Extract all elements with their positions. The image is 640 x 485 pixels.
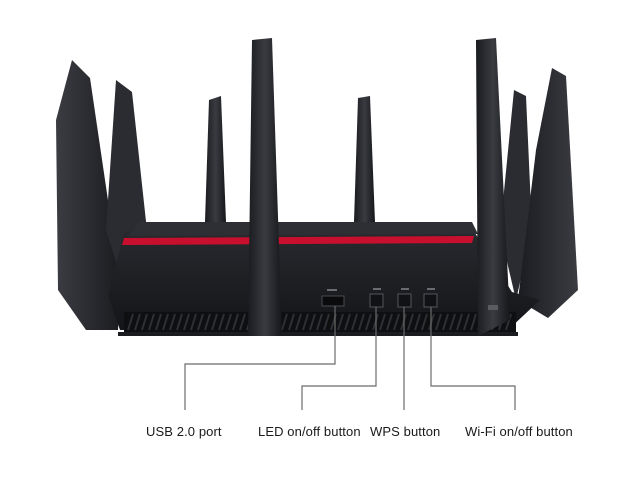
vent-slat bbox=[309, 313, 316, 331]
vent-slat bbox=[470, 313, 477, 331]
vent-slat bbox=[456, 313, 463, 331]
antenna-front-left bbox=[248, 38, 282, 336]
vent-slat bbox=[316, 313, 323, 331]
antenna-wing-left-outer bbox=[56, 60, 120, 330]
vent-slat bbox=[176, 313, 183, 331]
callout-led-button: LED on/off button bbox=[258, 424, 361, 439]
vent-slat bbox=[281, 313, 288, 331]
vent-slat bbox=[302, 313, 309, 331]
vent-slat bbox=[141, 313, 148, 331]
leader-line-wifi bbox=[430, 307, 516, 410]
vent-slat bbox=[218, 313, 225, 331]
vent-slat bbox=[379, 313, 386, 331]
vent-slat bbox=[337, 313, 344, 331]
antenna-front-right bbox=[476, 38, 510, 336]
vent-slat bbox=[407, 313, 414, 331]
vent-slat bbox=[351, 313, 358, 331]
led-button bbox=[369, 293, 384, 308]
vent-slat bbox=[134, 313, 141, 331]
antenna-rear-left bbox=[205, 96, 226, 222]
callout-wps-button: WPS button bbox=[370, 424, 441, 439]
leader-line-led bbox=[301, 307, 377, 410]
vent-slat bbox=[148, 313, 155, 331]
antenna-wing-right-inner bbox=[500, 90, 532, 300]
vent-slat bbox=[288, 313, 295, 331]
usb-port bbox=[321, 295, 345, 307]
callout-usb-port: USB 2.0 port bbox=[146, 424, 222, 439]
vent-slat bbox=[204, 313, 211, 331]
vent-slat bbox=[190, 313, 197, 331]
vent-slat bbox=[127, 313, 134, 331]
vent-slat bbox=[295, 313, 302, 331]
antenna-wing-right-outer bbox=[518, 68, 578, 318]
vent-slat bbox=[197, 313, 204, 331]
vent-slat bbox=[442, 313, 449, 331]
vent-slat bbox=[169, 313, 176, 331]
vent-slat bbox=[421, 313, 428, 331]
vent-slat bbox=[211, 313, 218, 331]
vent-slat bbox=[239, 313, 246, 331]
vent-slat bbox=[386, 313, 393, 331]
vent-slat bbox=[393, 313, 400, 331]
vent-slat bbox=[232, 313, 239, 331]
vent-slat bbox=[435, 313, 442, 331]
vent-slat bbox=[365, 313, 372, 331]
callout-wifi-button: Wi-Fi on/off button bbox=[465, 424, 573, 439]
vent-slat bbox=[344, 313, 351, 331]
vent-slat bbox=[505, 313, 512, 331]
vent-slat bbox=[162, 313, 169, 331]
wps-button bbox=[397, 293, 412, 308]
wifi-button bbox=[423, 293, 438, 308]
vent-slat bbox=[225, 313, 232, 331]
red-accent-stripe bbox=[122, 236, 474, 245]
vent-slat bbox=[358, 313, 365, 331]
vent-slat bbox=[183, 313, 190, 331]
antenna-rear-right bbox=[354, 96, 375, 222]
vent-slats bbox=[127, 313, 512, 331]
vent-slat bbox=[155, 313, 162, 331]
vent-slat bbox=[449, 313, 456, 331]
vent-slat bbox=[463, 313, 470, 331]
vent-slat bbox=[323, 313, 330, 331]
router-top-surface bbox=[128, 222, 478, 236]
vent-slat bbox=[414, 313, 421, 331]
leader-line-usb bbox=[184, 306, 336, 410]
